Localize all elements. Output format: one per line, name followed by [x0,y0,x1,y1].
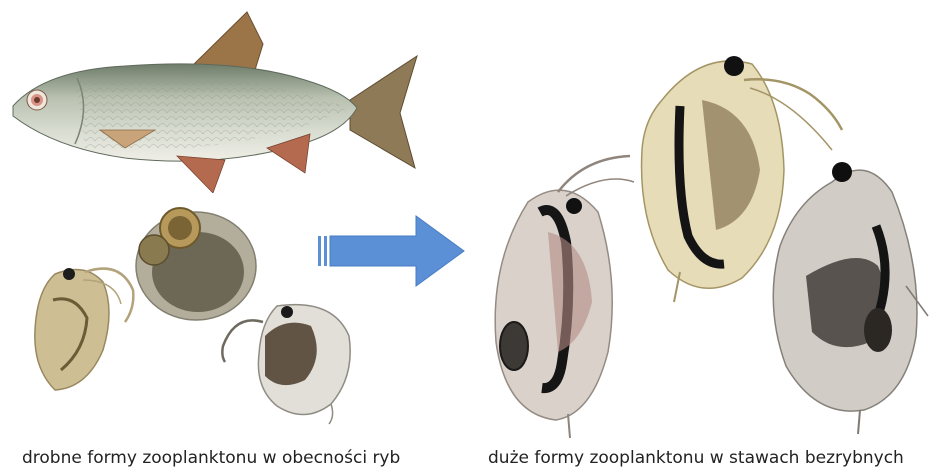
left-panel-caption: drobne formy zooplanktonu w obecności ry… [22,448,400,468]
large-zooplankton-3 [766,156,931,436]
small-zooplankton-3 [215,296,360,426]
right-arrow-icon [318,212,466,290]
fish-tail [350,56,417,168]
fish-illustration [5,8,425,193]
right-panel-caption: duże formy zooplanktonu w stawach bezryb… [488,448,904,468]
fish-pelvic-fin [177,156,225,193]
large-zooplankton-1 [488,152,638,442]
small-zooplankton-1 [25,260,140,395]
fish-dorsal-fin [190,12,263,70]
